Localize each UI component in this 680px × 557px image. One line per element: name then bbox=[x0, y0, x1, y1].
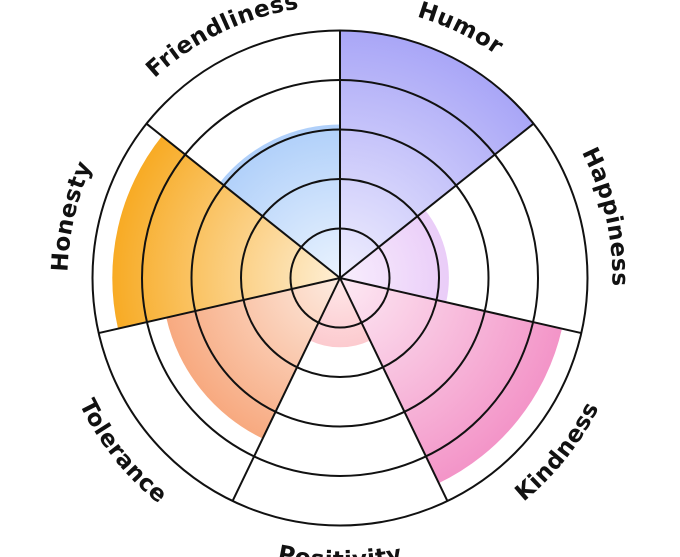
wedge-tolerance bbox=[166, 278, 340, 439]
category-label-kindness: Kindness bbox=[510, 398, 604, 507]
wedges-layer bbox=[112, 30, 562, 484]
category-label-tolerance: Tolerance bbox=[74, 395, 172, 509]
category-label-friendliness: Friendliness bbox=[141, 0, 300, 83]
grid-layer bbox=[91, 29, 589, 527]
category-label-honesty: Honesty bbox=[47, 157, 97, 272]
wedge-kindness bbox=[340, 278, 562, 484]
spoke-7 bbox=[145, 122, 341, 279]
wedge-honesty bbox=[112, 136, 340, 329]
spoke-2 bbox=[339, 122, 535, 279]
category-label-positivity: Positivity bbox=[276, 541, 404, 557]
spoke-3 bbox=[339, 277, 582, 335]
category-label-happiness: Happiness bbox=[576, 143, 632, 286]
spoke-6 bbox=[98, 277, 341, 335]
spoke-5 bbox=[231, 277, 341, 502]
spoke-4 bbox=[339, 277, 449, 502]
wedge-positivity bbox=[309, 278, 371, 348]
wedge-happiness bbox=[340, 210, 449, 303]
wedge-humor bbox=[340, 30, 534, 278]
